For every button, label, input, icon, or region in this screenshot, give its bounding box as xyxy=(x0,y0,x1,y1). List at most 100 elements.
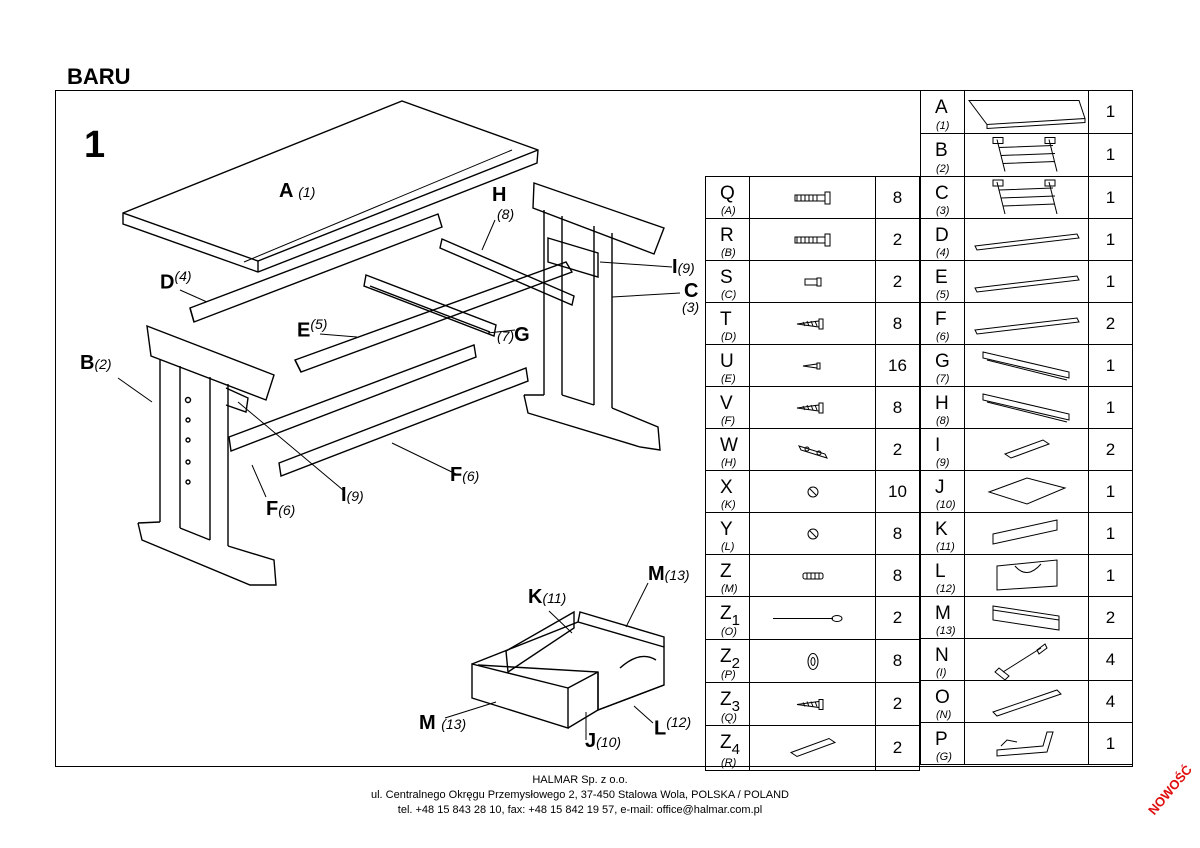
quantity: 2 xyxy=(1088,302,1133,345)
part-letter: F (6) xyxy=(920,302,965,345)
quantity: 2 xyxy=(1088,428,1133,471)
quantity: 2 xyxy=(875,260,920,303)
letter-ref: (6) xyxy=(936,331,950,343)
part-letter: C (3) xyxy=(920,176,965,219)
label-G: (7)G xyxy=(497,324,530,346)
letter-code: L xyxy=(935,561,946,582)
part-letter: L (12) xyxy=(920,554,965,597)
label-J: J(10) xyxy=(585,730,622,752)
part-letter: Z1 (O) xyxy=(705,596,750,640)
quantity: 2 xyxy=(1088,596,1133,639)
letter-code: C xyxy=(935,183,949,204)
wood-screw-icon xyxy=(749,682,876,726)
quantity: 1 xyxy=(1088,512,1133,555)
part-letter: N (I) xyxy=(920,638,965,681)
front-board-D xyxy=(189,213,443,323)
quantity: 1 xyxy=(1088,344,1133,387)
desktop-panel-icon xyxy=(964,90,1089,134)
letter-code: V xyxy=(720,393,733,414)
part-row: A (1) 1 xyxy=(920,90,1133,134)
board-E xyxy=(294,261,574,373)
letter-code: I xyxy=(935,435,941,456)
quantity: 4 xyxy=(1088,680,1133,723)
part-row: F (6) 2 xyxy=(920,302,1133,345)
rail-G xyxy=(363,274,497,337)
board-icon xyxy=(964,260,1089,303)
letter-code: E xyxy=(935,267,948,288)
letter-ref: (1) xyxy=(936,120,950,132)
letter-code: R xyxy=(720,225,734,246)
part-row: E (5) 1 xyxy=(920,260,1133,303)
quantity: 1 xyxy=(1088,90,1133,134)
letter-ref: (H) xyxy=(721,457,737,469)
label-D: D(4) xyxy=(160,268,192,294)
quantity: 2 xyxy=(875,682,920,726)
letter-ref: (K) xyxy=(721,499,736,511)
letter-ref: (7) xyxy=(936,373,950,385)
letter-ref: (L) xyxy=(721,541,735,553)
board-F-front xyxy=(278,367,529,477)
quantity: 2 xyxy=(875,596,920,640)
part-letter: Z4 (R) xyxy=(705,725,750,771)
drawer-bottom-icon xyxy=(964,470,1089,513)
letter-ref: (F) xyxy=(721,415,736,427)
letter-code: D xyxy=(935,225,949,246)
letter-ref: (8) xyxy=(936,415,950,427)
part-letter: E (5) xyxy=(920,260,965,303)
letter-code: F xyxy=(935,309,947,330)
part-letter: Z2 (P) xyxy=(705,639,750,683)
wood-screw-icon xyxy=(749,386,876,429)
pin-icon xyxy=(749,596,876,640)
letter-ref: (11) xyxy=(936,541,955,553)
part-letter: Z3 (Q) xyxy=(705,682,750,726)
footer-contact: tel. +48 15 843 28 10, fax: +48 15 842 1… xyxy=(397,804,763,816)
letter-ref: (O) xyxy=(721,626,737,638)
letter-ref: (Q) xyxy=(721,712,737,724)
letter-code: Z xyxy=(720,646,732,667)
letter-code: Z xyxy=(720,732,732,753)
part-letter: Z (M) xyxy=(705,554,750,597)
letter-code: K xyxy=(935,519,948,540)
drawer-back-icon xyxy=(964,512,1089,555)
label-M-top: M(13) xyxy=(648,563,690,585)
part-row: C (3) 1 xyxy=(920,176,1133,219)
hardware-row: W (H) 2 xyxy=(705,428,920,471)
hardware-row: Z (M) 8 xyxy=(705,554,920,597)
letter-code: X xyxy=(720,477,733,498)
label-E: E(5) xyxy=(297,316,328,342)
quantity: 1 xyxy=(1088,554,1133,597)
quantity: 8 xyxy=(875,554,920,597)
quantity: 8 xyxy=(875,302,920,345)
letter-ref: (P) xyxy=(721,669,736,681)
part-letter: P (G) xyxy=(920,722,965,765)
letter-ref: (G) xyxy=(936,751,952,763)
letter-ref: (9) xyxy=(936,457,950,469)
quantity: 8 xyxy=(875,386,920,429)
diagram-frame xyxy=(55,90,1133,767)
side-frame-C xyxy=(523,182,665,451)
strip-icon xyxy=(964,680,1089,723)
letter-ref: (M) xyxy=(721,583,738,595)
board-F-back xyxy=(228,344,477,452)
letter-code: A xyxy=(935,97,948,118)
rail-icon xyxy=(964,344,1089,387)
part-letter: H (8) xyxy=(920,386,965,429)
label-I-bottom: I(9) xyxy=(341,484,364,506)
hardware-row: V (F) 8 xyxy=(705,386,920,429)
knob-icon xyxy=(749,639,876,683)
letter-code: Q xyxy=(720,183,735,204)
letter-sub: 2 xyxy=(731,655,740,672)
part-letter: G (7) xyxy=(920,344,965,387)
quantity: 10 xyxy=(875,470,920,513)
hardware-row: X (K) 10 xyxy=(705,470,920,513)
label-M-bottom: M (13) xyxy=(419,712,467,734)
part-letter: R (B) xyxy=(705,218,750,261)
quantity: 1 xyxy=(1088,722,1133,765)
part-row: N (I) 4 xyxy=(920,638,1133,681)
part-letter: K (11) xyxy=(920,512,965,555)
label-C: C xyxy=(684,280,699,302)
drawer-front-icon xyxy=(964,554,1089,597)
part-letter: A (1) xyxy=(920,90,965,134)
part-letter: D (4) xyxy=(920,218,965,261)
letter-code: Z xyxy=(720,689,732,710)
